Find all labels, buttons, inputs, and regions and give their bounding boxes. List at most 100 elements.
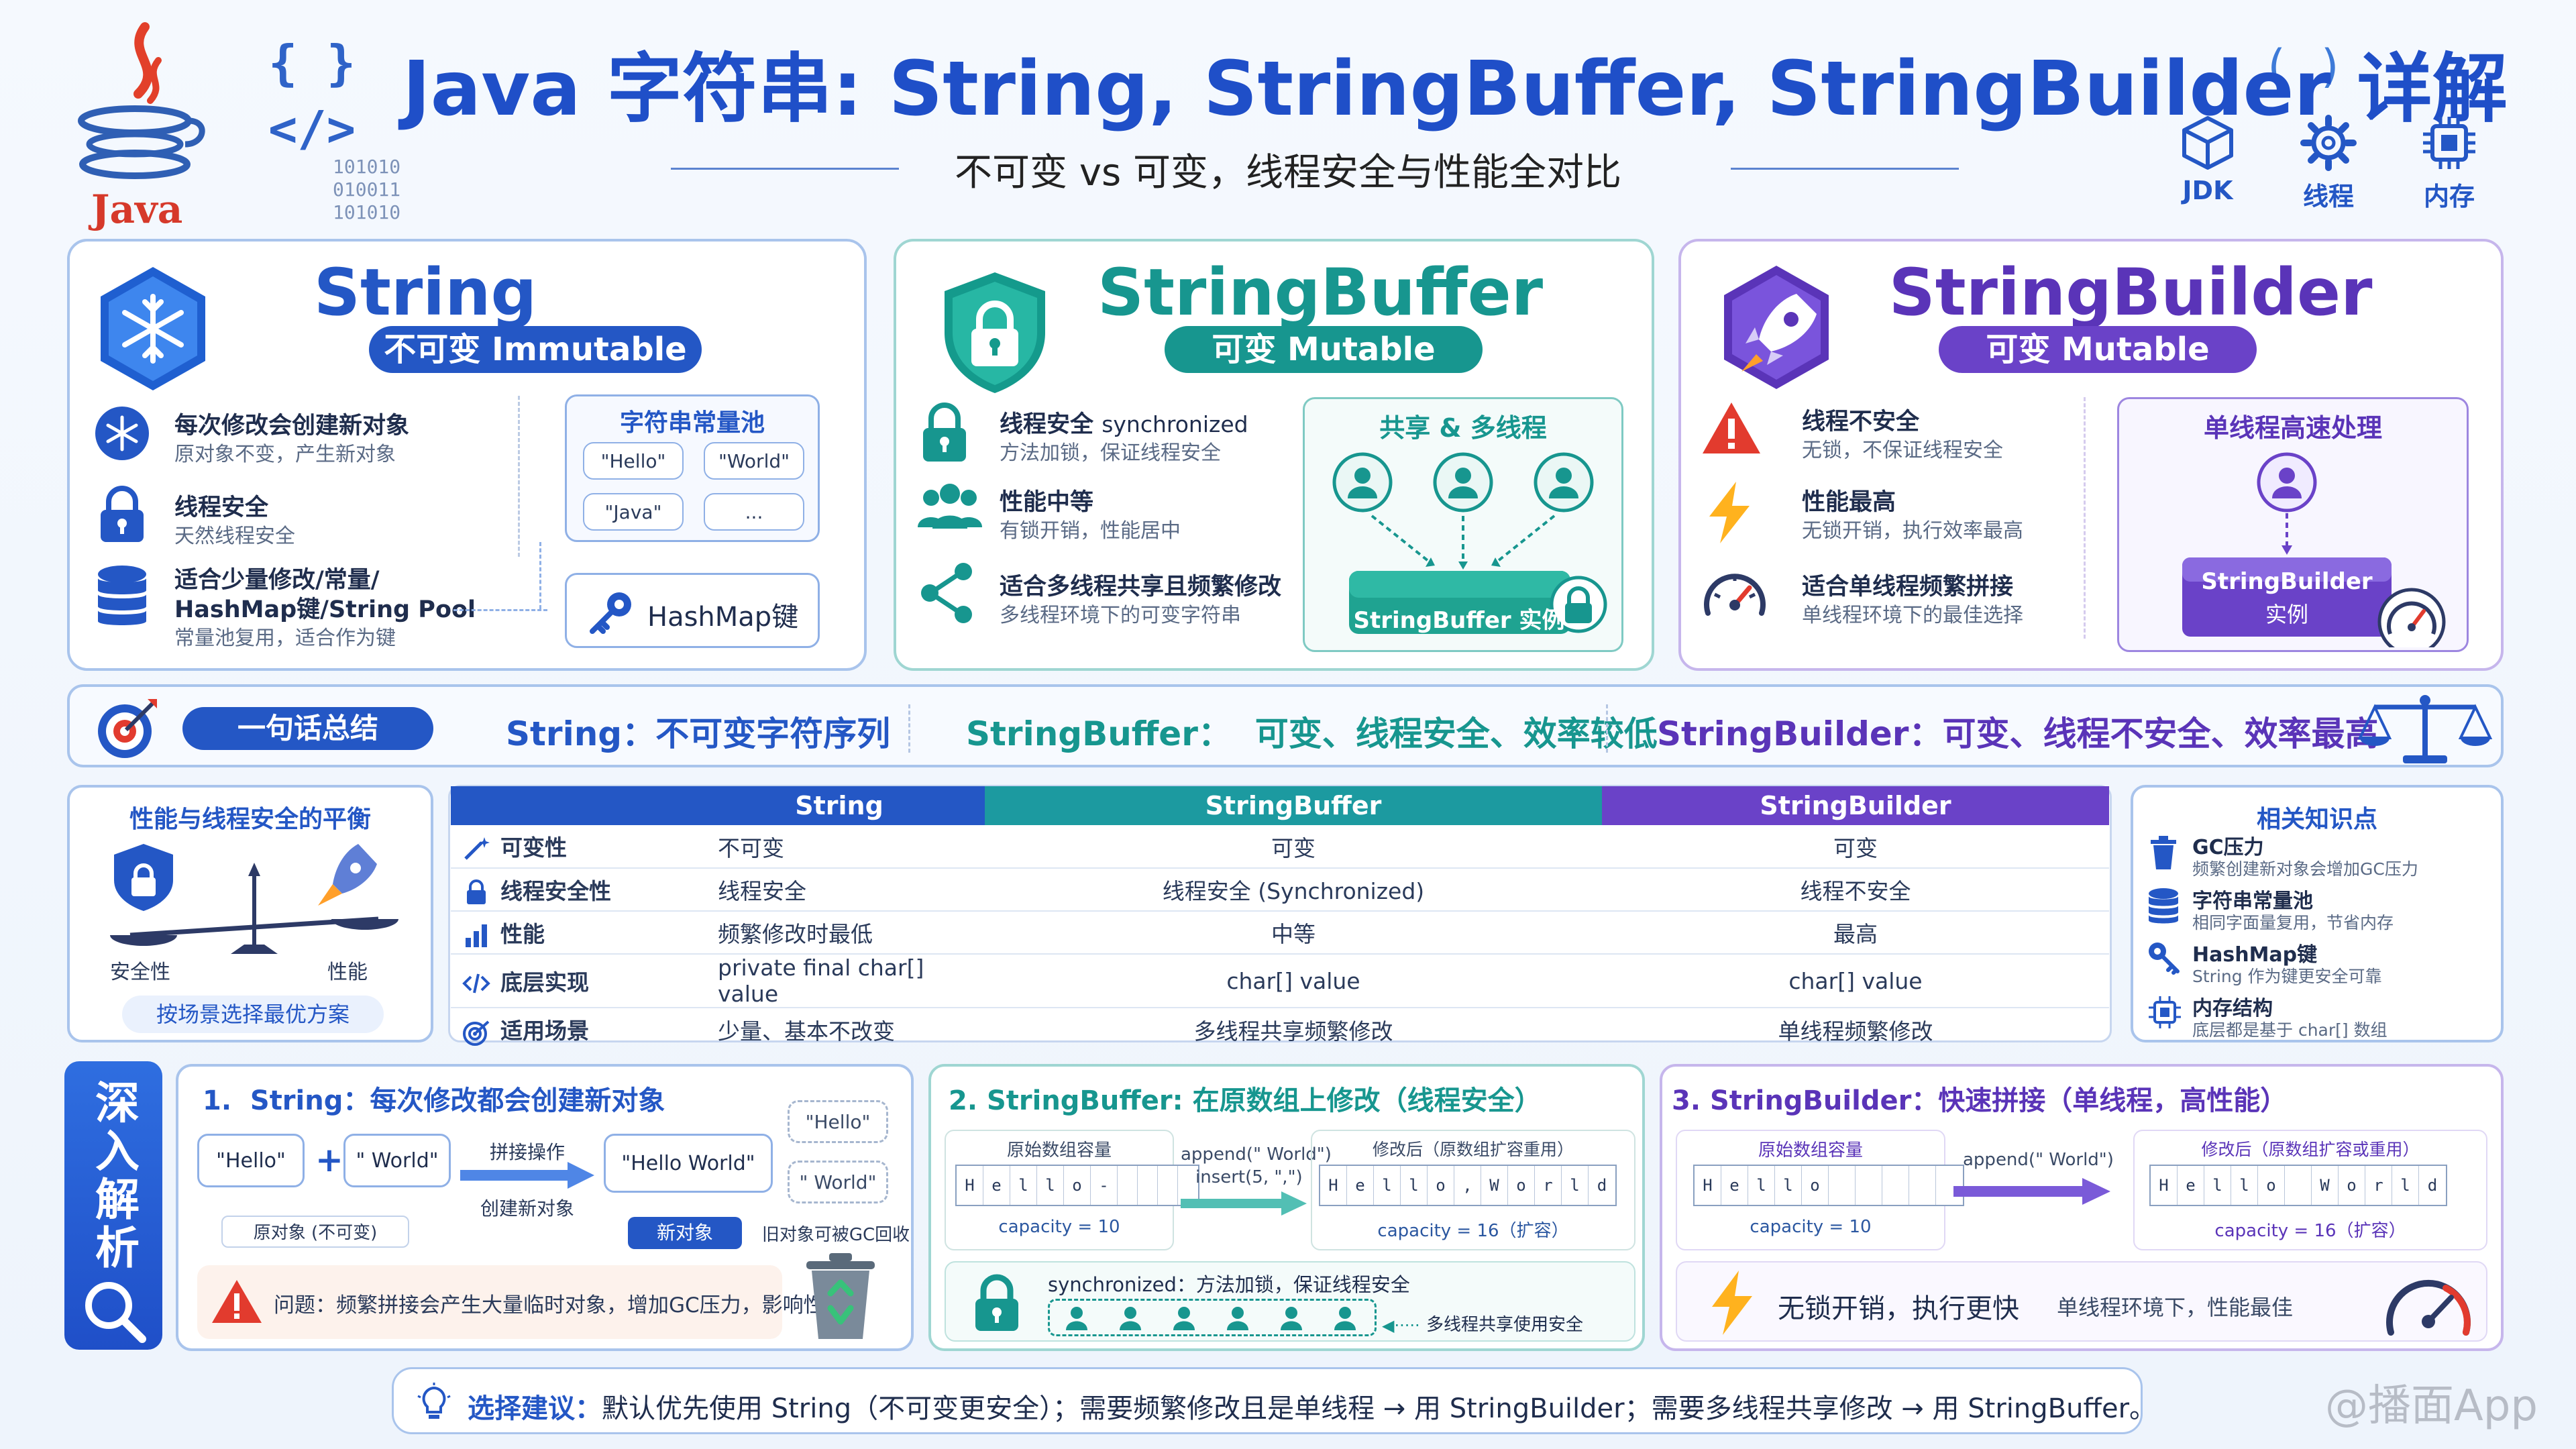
top-icon-thread[interactable]: 线程 bbox=[2292, 113, 2365, 213]
arrow-right-icon bbox=[1953, 1178, 2110, 1205]
database-icon bbox=[2149, 888, 2178, 924]
header-stringbuffer: StringBuffer bbox=[985, 786, 1602, 825]
share-icon bbox=[921, 563, 972, 623]
balance-footer: 按场景选择最优方案 bbox=[122, 996, 384, 1033]
subtitle-left-line bbox=[671, 168, 899, 170]
chip-icon bbox=[2149, 996, 2181, 1028]
snowflake-badge-icon bbox=[101, 267, 205, 390]
stringbuffer-card: StringBuffer 可变 Mutable 线程安全 synchronize… bbox=[894, 239, 1654, 671]
p1-orig-label: 原对象 (不可变) bbox=[221, 1216, 409, 1248]
header-blank bbox=[451, 786, 694, 825]
magnifier-icon bbox=[85, 1282, 146, 1343]
top-icon-jdk[interactable]: JDK bbox=[2171, 113, 2245, 205]
pool-arrow-line bbox=[453, 609, 547, 611]
p2-sync-text: synchronized：方法加锁，保证线程安全 bbox=[1048, 1273, 1410, 1296]
p3-fast-sub: 单线程环境下，性能最佳 bbox=[2057, 1295, 2294, 1320]
knowledge-panel: 相关知识点 GC压力 频繁创建新对象会增加GC压力 字符串常量池 相同字面量复用… bbox=[2131, 785, 2504, 1042]
table-row: 性能 频繁修改时最低 中等 最高 bbox=[451, 911, 2109, 955]
comparison-header-row: String StringBuffer StringBuilder bbox=[451, 786, 2109, 825]
shared-threads-title: 共享 & 多线程 bbox=[1379, 413, 1547, 443]
single-thread-title: 单线程高速处理 bbox=[2203, 413, 2382, 443]
deep-panel-stringbuffer-title: 2. StringBuffer: 在原数组上修改（线程安全） bbox=[949, 1085, 1542, 1116]
balance-panel: 性能与线程安全的平衡 安全性 性能 按场景选择最优方案 bbox=[67, 785, 433, 1042]
p3-op: append(" World") bbox=[1963, 1150, 2114, 1170]
deco-braces: { } bbox=[268, 35, 356, 91]
summary-sep-2 bbox=[1606, 704, 1608, 753]
p2-op2: insert(5, ",") bbox=[1195, 1167, 1303, 1187]
pool-item-java: "Java" bbox=[583, 493, 684, 531]
p1-warning-box: 问题：频繁拼接会产生大量临时对象，增加GC压力，影响性能 bbox=[197, 1265, 845, 1339]
target-icon bbox=[463, 1020, 490, 1046]
recycle-bin-icon bbox=[806, 1253, 875, 1339]
knowledge-title: 相关知识点 bbox=[2256, 806, 2377, 833]
pool-item-more: ... bbox=[704, 493, 804, 531]
thread-users-icon bbox=[1066, 1307, 1356, 1330]
lightning-icon bbox=[1712, 1271, 1752, 1335]
table-row: 适用场景 少量、基本不改变 多线程共享频繁修改 单线程频繁修改 bbox=[451, 1008, 2109, 1051]
stringbuffer-mutable-tag: 可变 Mutable bbox=[1165, 326, 1483, 373]
summary-stringbuffer: StringBuffer： 可变、线程安全、效率较低 bbox=[966, 714, 1658, 753]
lightbulb-icon bbox=[417, 1383, 451, 1419]
p2-sync-box: synchronized：方法加锁，保证线程安全 ◀····· 多线程共享使用安… bbox=[945, 1261, 1635, 1342]
string-card: String 不可变 Immutable 每次修改会创建新对象 原对象不变，产生… bbox=[67, 239, 867, 671]
binary-deco: 101010 010011 101010 bbox=[333, 156, 401, 223]
string-card-title: String bbox=[313, 255, 537, 330]
wand-icon bbox=[464, 837, 490, 860]
rocket-badge-icon bbox=[1724, 266, 1829, 389]
deep-panel-stringbuilder-title: 3. StringBuilder：快速拼接（单线程，高性能） bbox=[1672, 1085, 2288, 1116]
top-icon-memory[interactable]: 内存 bbox=[2412, 113, 2486, 213]
deco-tags: </> bbox=[268, 101, 356, 157]
balance-scale-icon bbox=[110, 844, 398, 954]
p2-thread-label: 多线程共享使用安全 bbox=[1426, 1315, 1584, 1335]
subtitle-right-line bbox=[1731, 168, 1959, 170]
trash-icon bbox=[2151, 836, 2176, 869]
p1-gc-label: 旧对象可被GC回收 bbox=[761, 1225, 910, 1245]
deep-panel-string: 1. String：每次修改都会创建新对象 "Hello" + " World"… bbox=[176, 1064, 914, 1351]
code-icon bbox=[462, 973, 490, 994]
lock-icon bbox=[101, 486, 144, 542]
p1-world-box: " World" bbox=[343, 1134, 451, 1187]
speedometer-icon bbox=[1704, 574, 1766, 616]
chip-icon bbox=[2423, 117, 2475, 169]
stringbuilder-card: StringBuilder 可变 Mutable 线程不安全 无锁，不保证线程安… bbox=[1678, 239, 2504, 671]
shield-lock-badge-icon bbox=[945, 272, 1045, 393]
snowflake-icon bbox=[95, 407, 149, 460]
summary-bar: 一句话总结 String：不可变字符序列 StringBuffer： 可变、线程… bbox=[67, 684, 2504, 767]
stringbuffer-instance-label: StringBuffer 实例 bbox=[1353, 607, 1565, 634]
hashmap-key-label: HashMap键 bbox=[647, 602, 799, 633]
p1-plus: + bbox=[315, 1140, 343, 1179]
summary-string: String：不可变字符序列 bbox=[506, 714, 891, 753]
subtitle: 不可变 vs 可变，线程安全与性能全对比 bbox=[955, 151, 1621, 195]
balance-right-label: 性能 bbox=[327, 961, 368, 984]
java-cup-icon bbox=[78, 22, 205, 179]
table-row: 可变性 不可变 可变 可变 bbox=[451, 825, 2109, 869]
watermark: @播面App bbox=[2325, 1381, 2538, 1431]
stringbuilder-mutable-tag: 可变 Mutable bbox=[1939, 326, 2257, 373]
key-icon bbox=[2149, 943, 2180, 975]
warning-icon bbox=[212, 1280, 262, 1323]
p2-thread-arrow: ◀····· bbox=[1382, 1316, 1420, 1335]
comparison-table: String StringBuffer StringBuilder 可变性 不可… bbox=[451, 786, 2109, 1051]
p1-new-label: 新对象 bbox=[628, 1217, 742, 1249]
p1-result-box: "Hello World" bbox=[604, 1134, 773, 1193]
cube-icon bbox=[2182, 116, 2233, 170]
scale-icon bbox=[2357, 695, 2493, 763]
string-pool-box: 字符串常量池 "Hello" "World" "Java" ... bbox=[565, 394, 820, 542]
deep-panel-string-title: 1. String：每次修改都会创建新对象 bbox=[203, 1085, 665, 1116]
p1-hello-box: "Hello" bbox=[197, 1134, 305, 1187]
java-logo: Java bbox=[64, 20, 212, 235]
p3-fast-box: 无锁开销，执行更快 单线程环境下，性能最佳 bbox=[1676, 1261, 2487, 1342]
header-stringbuilder: StringBuilder bbox=[1602, 786, 2109, 825]
single-thread-diagram bbox=[2182, 452, 2446, 647]
lock-icon bbox=[467, 879, 486, 905]
p1-op-sub: 创建新对象 bbox=[480, 1197, 574, 1220]
summary-badge: 一句话总结 bbox=[182, 707, 433, 750]
lock-icon bbox=[923, 402, 966, 462]
p1-op-label: 拼接操作 bbox=[489, 1141, 565, 1163]
arrow-right-icon bbox=[1181, 1191, 1307, 1216]
